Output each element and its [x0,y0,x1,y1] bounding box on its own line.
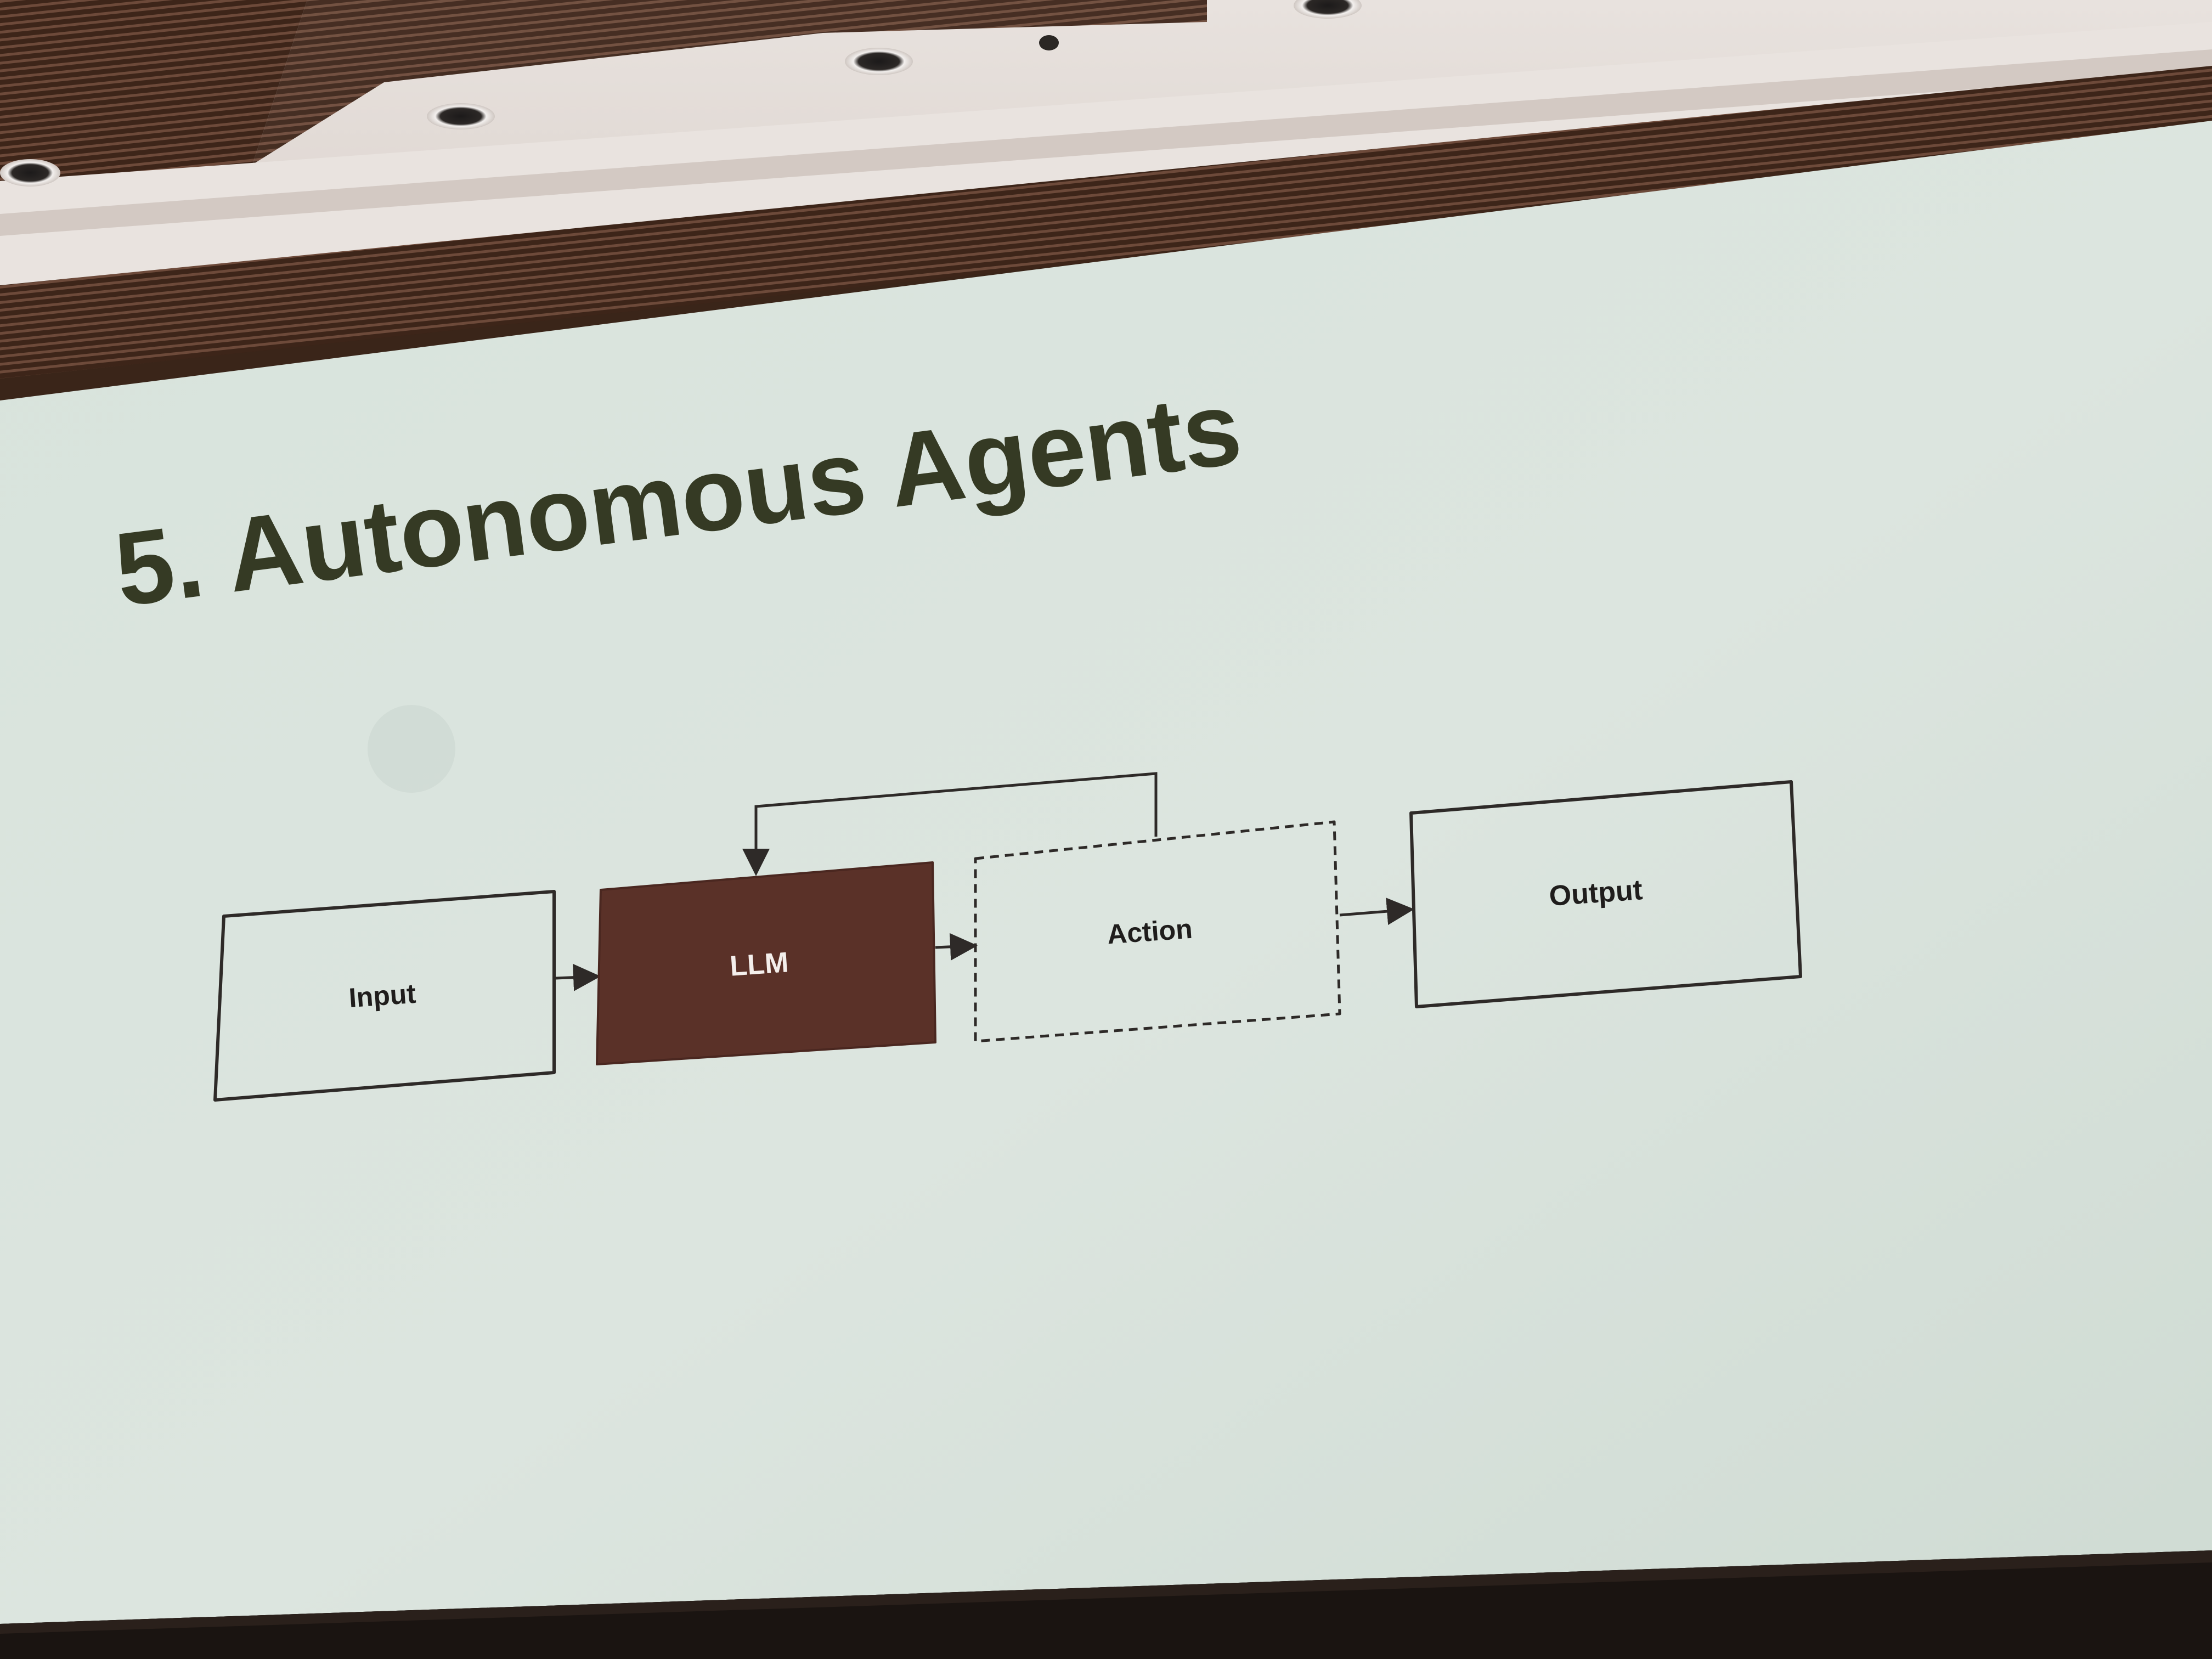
input-node: Input [213,890,556,1102]
output-node: Output [1409,780,1802,1008]
llm-label: LLM [729,946,789,982]
ceiling-strip-shade [0,49,2212,236]
ceiling-light [0,159,60,187]
feedback-arrow [742,772,1158,876]
llm-node: LLM [596,861,936,1065]
ceiling-slats-left [0,0,307,181]
arrow-action-to-output [1339,898,1414,926]
output-label: Output [1548,874,1644,912]
ceiling-light [1294,0,1362,19]
ceiling-sensor [1039,35,1059,50]
arrow-input-to-llm [555,963,601,991]
action-label: Action [1106,913,1193,950]
projection-screen [0,121,2212,1624]
action-node: Action [974,820,1341,1043]
ceiling-light [427,103,495,129]
input-label: Input [348,978,417,1013]
arrow-llm-to-action [935,933,978,961]
lens-smudge [368,705,455,793]
ceiling-slats-top [252,0,1207,165]
ceiling-light [845,48,913,75]
screen-bottom-edge [0,1550,2212,1634]
ceiling-slats-lower [0,66,2212,400]
